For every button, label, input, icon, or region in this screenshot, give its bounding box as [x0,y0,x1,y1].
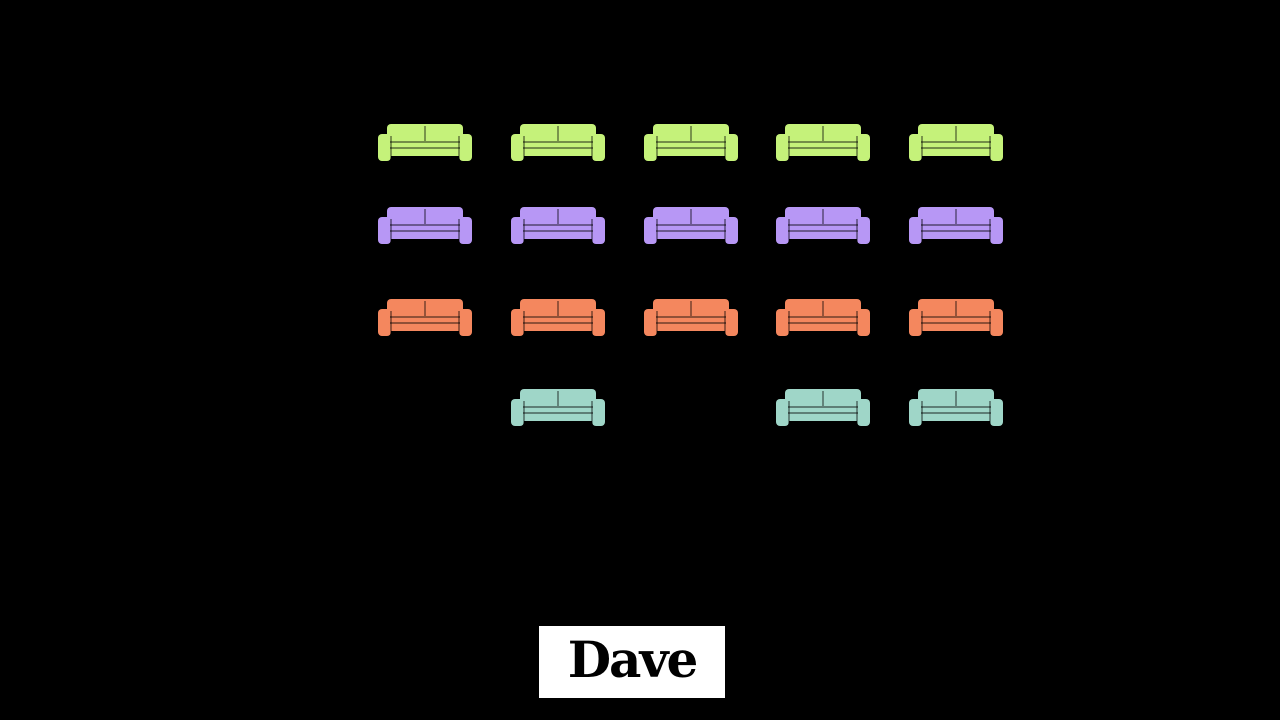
sofa-invader-icon [909,207,1003,244]
sofa-invader-icon [378,207,472,244]
sofa-invader-icon [378,299,472,336]
sofa-invader-icon [644,124,738,161]
sofa-invader-icon [511,124,605,161]
sofa-invader-icon [378,124,472,161]
sofa-invader-icon [644,299,738,336]
sofa-invader-icon [909,299,1003,336]
sofa-invader-icon [776,299,870,336]
sofa-invader-icon [909,389,1003,426]
sofa-invader-icon [644,207,738,244]
sofa-invader-icon [511,207,605,244]
sofa-invader-icon [776,389,870,426]
sofa-invader-icon [776,207,870,244]
sofa-invader-icon [511,389,605,426]
sofa-invader-icon [909,124,1003,161]
player-ship: Dave [539,626,725,698]
dave-logo: Dave [567,630,699,689]
sofa-invader-icon [511,299,605,336]
sofa-invader-icon [776,124,870,161]
